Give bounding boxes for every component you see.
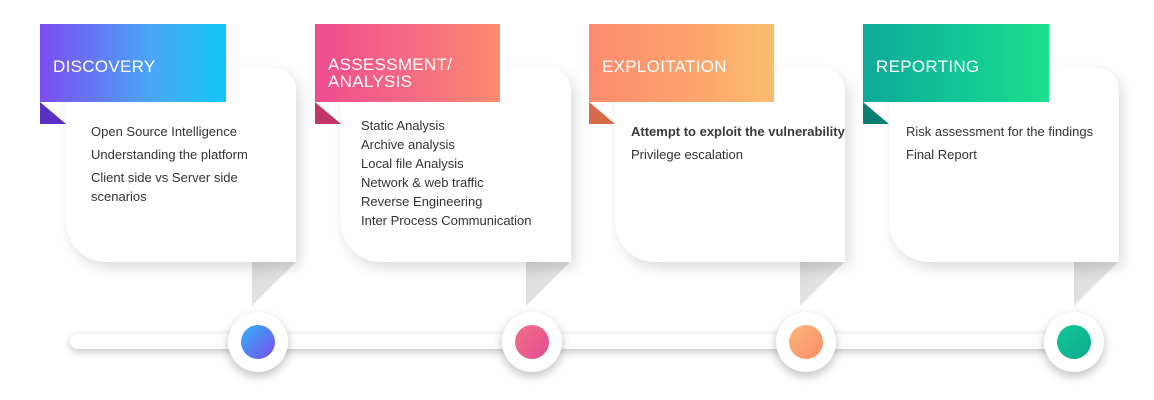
phase-items: Open Source Intelligence Understanding t… xyxy=(91,122,248,210)
timeline-dot xyxy=(789,325,823,359)
card-tail xyxy=(1074,262,1118,306)
phase-items: Risk assessment for the findings Final R… xyxy=(906,122,1093,168)
phase-item: Inter Process Communication xyxy=(361,213,532,228)
phase-item: Static Analysis xyxy=(361,118,445,133)
phase-title-line: DISCOVERY xyxy=(53,57,156,76)
timeline-node xyxy=(502,312,562,372)
phase-title: DISCOVERY xyxy=(40,24,226,102)
phase-item: Final Report xyxy=(906,147,977,162)
timeline-node xyxy=(776,312,836,372)
phase-item: Risk assessment for the findings xyxy=(906,124,1094,139)
phase-item: Attempt to exploit the vulnerability xyxy=(631,124,845,139)
timeline-dot xyxy=(515,325,549,359)
phase-title: REPORTING xyxy=(863,24,1049,102)
timeline-bar xyxy=(70,333,1090,349)
timeline-dot xyxy=(1057,325,1091,359)
phase-item: Understanding the platform xyxy=(91,147,248,162)
phase-item: Archive analysis xyxy=(361,137,455,152)
timeline-node xyxy=(228,312,288,372)
phase-title-line: ASSESSMENT/ xyxy=(328,55,453,74)
phase-title-line: ANALYSIS xyxy=(328,72,413,91)
phase-item: Reverse Engineering xyxy=(361,194,483,209)
banner-fold xyxy=(40,102,66,124)
phase-item: Network & web traffic xyxy=(361,175,484,190)
phase-title-line: EXPLOITATION xyxy=(602,57,727,76)
banner-fold xyxy=(863,102,889,124)
card-tail xyxy=(800,262,844,306)
card-tail xyxy=(252,262,296,306)
phase-items: Attempt to exploit the vulnerability Pri… xyxy=(631,122,845,164)
banner-fold xyxy=(589,102,615,124)
phase-items: Static Analysis Archive analysis Local f… xyxy=(361,116,532,230)
timeline-dot xyxy=(241,325,275,359)
phase-item: Open Source Intelligence xyxy=(91,124,237,139)
phase-title: EXPLOITATION xyxy=(589,24,774,102)
banner-fold xyxy=(315,102,341,124)
card-tail xyxy=(526,262,570,306)
timeline-node xyxy=(1044,312,1104,372)
phase-title-line: REPORTING xyxy=(876,57,980,76)
phase-item: Local file Analysis xyxy=(361,156,464,171)
phase-item: Privilege escalation xyxy=(631,147,744,162)
phase-title: ASSESSMENT/ ANALYSIS xyxy=(315,24,500,102)
phase-item: Client side vs Server side scenarios xyxy=(91,170,238,204)
